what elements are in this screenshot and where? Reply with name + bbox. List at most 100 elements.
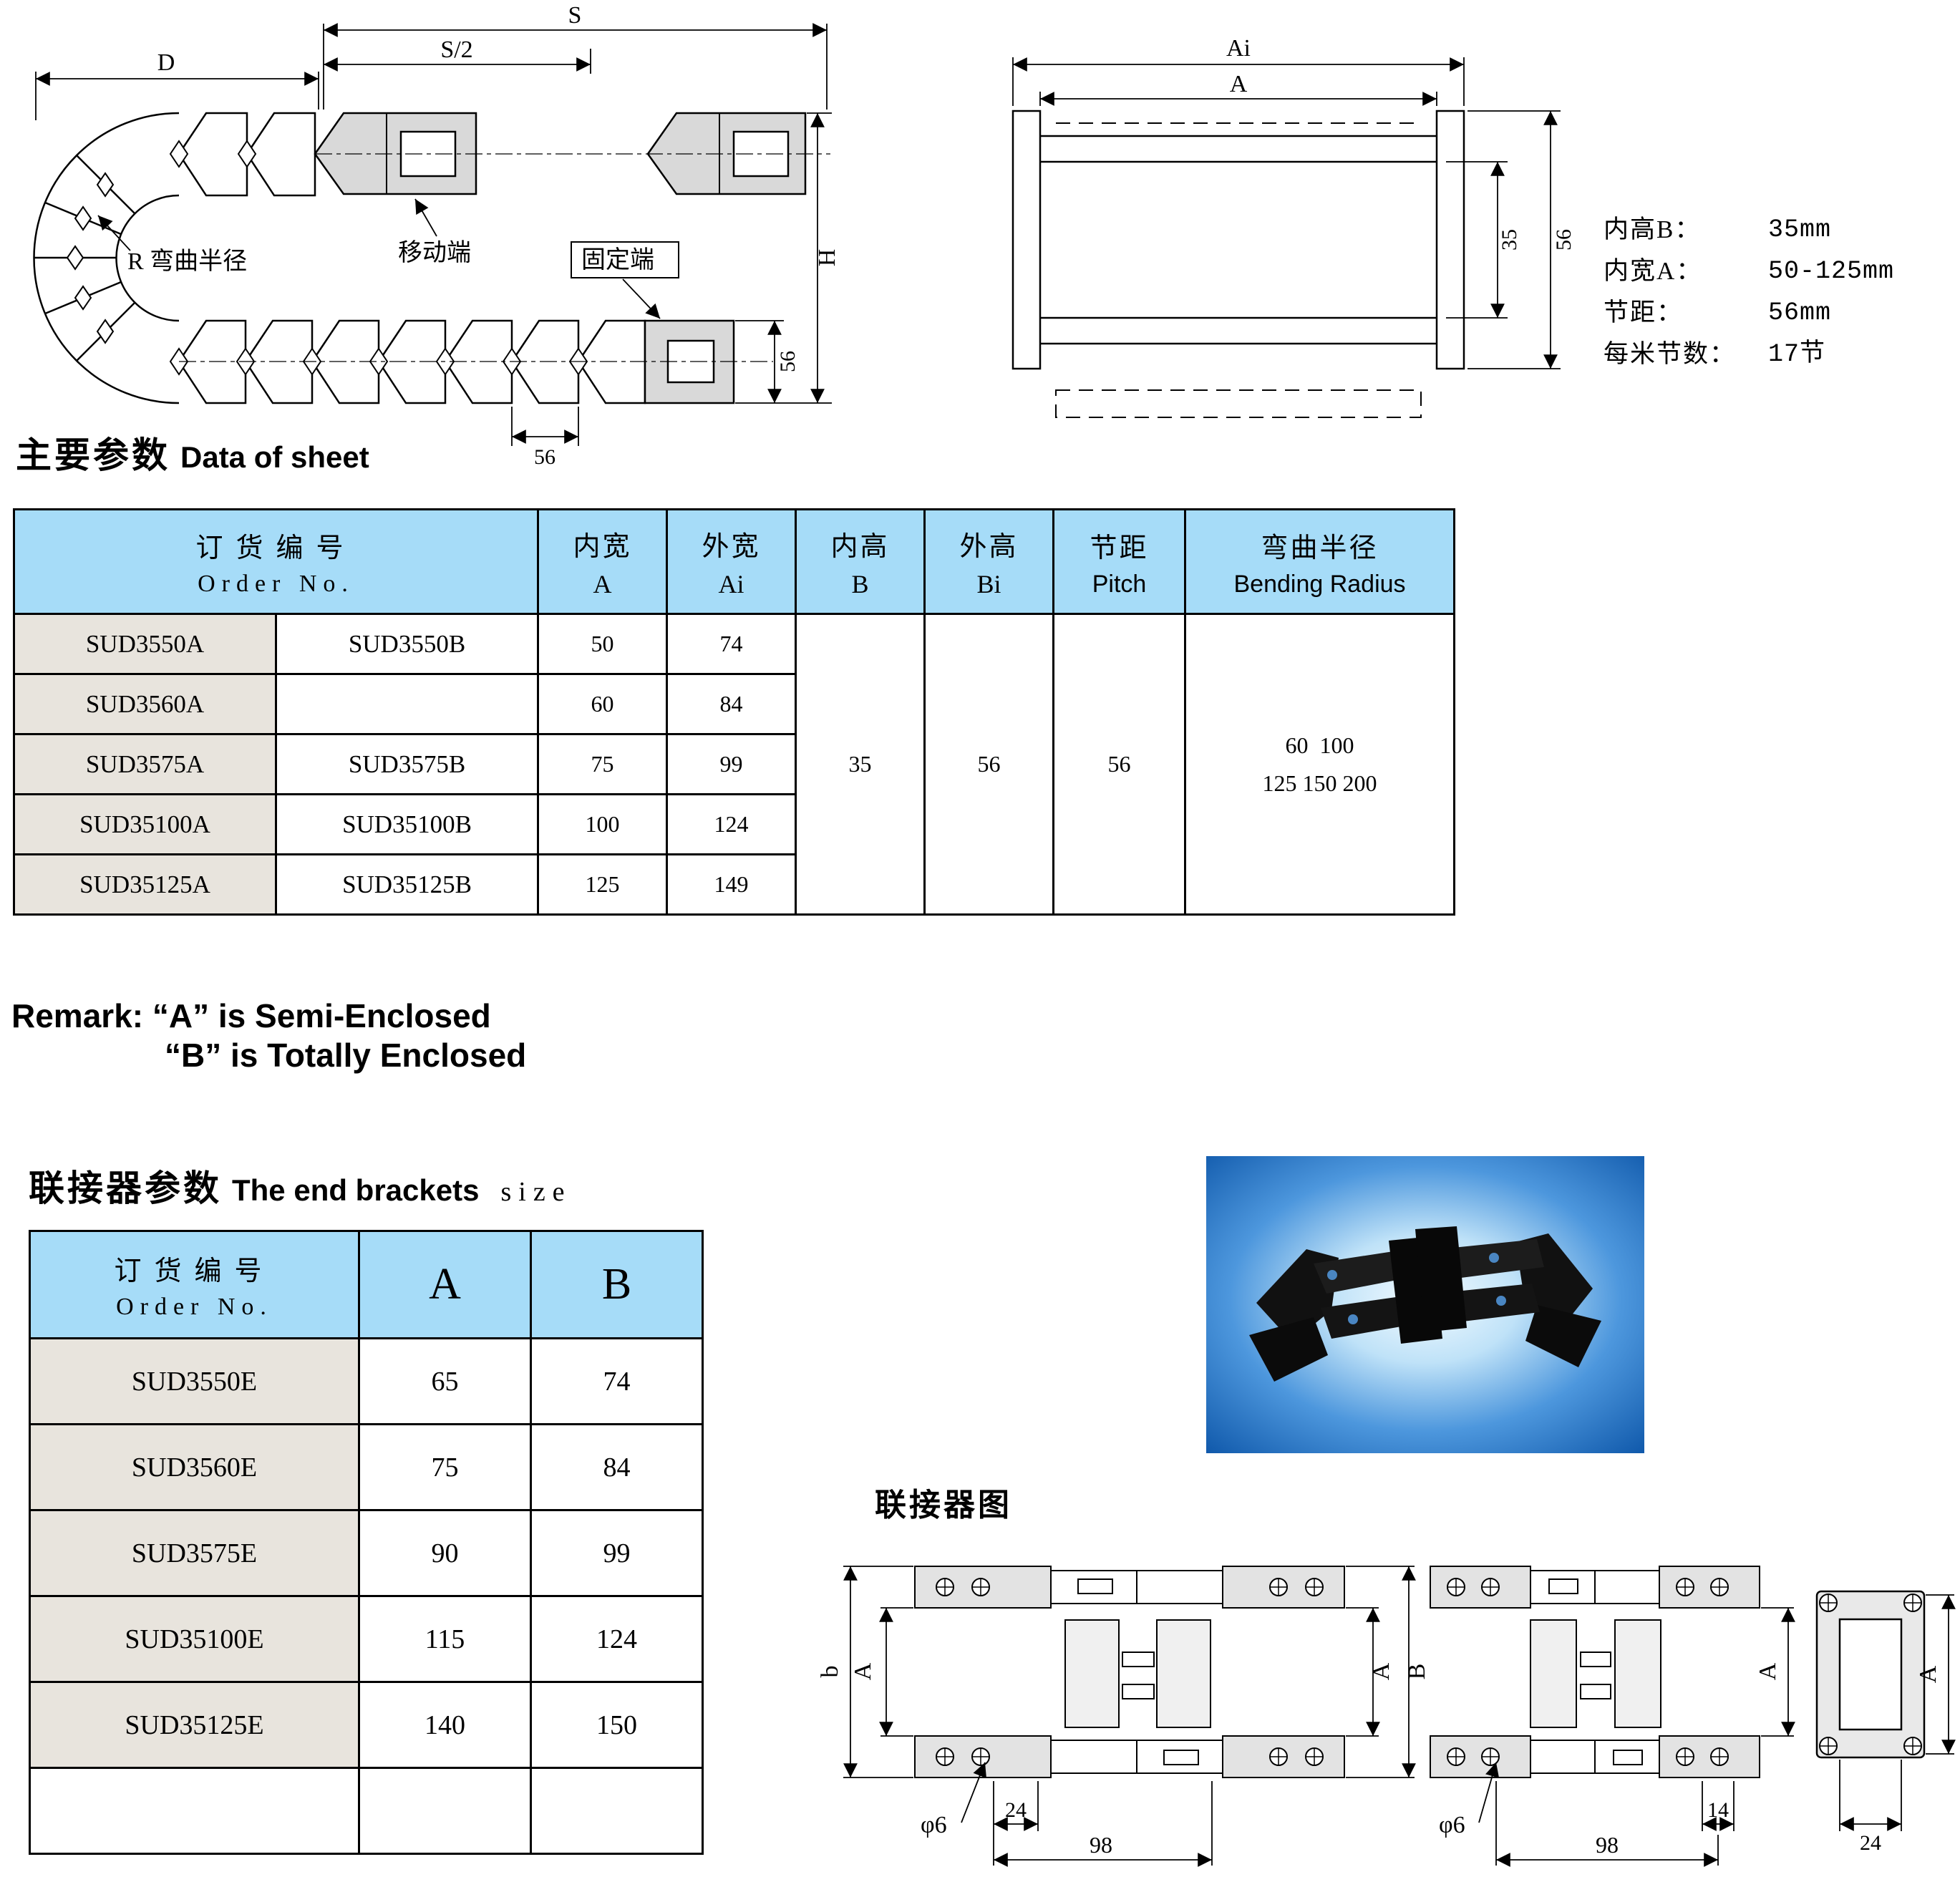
table-row: SUD3575A SUD3575B 75 99	[13, 733, 1455, 795]
dim-98-left-label: 98	[1090, 1832, 1112, 1858]
inner-width-value: 75	[537, 733, 669, 795]
phi6-right-label: φ6	[1439, 1812, 1465, 1838]
a-value	[358, 1767, 532, 1855]
table-row: SUD35100A SUD35100B 100 124	[13, 793, 1455, 855]
table-row: SUD3550A SUD3550B 50 74 35 56 56 60 100 …	[13, 613, 1456, 916]
dim-56-vertical-label: 56	[776, 351, 800, 372]
phi6-left-label: φ6	[921, 1812, 947, 1838]
outer-height-header-en: Bi	[976, 570, 1001, 598]
dim-98-right-label: 98	[1596, 1832, 1619, 1858]
inner-width-value: 50	[537, 613, 669, 675]
order-no-b: SUD3575B	[274, 733, 540, 795]
order-no-a: SUD3575A	[13, 733, 277, 795]
inner-width-value: 60	[537, 673, 669, 735]
order-no-header-en: Order No.	[198, 571, 354, 597]
table-row: SUD35125A SUD35125B 125 149	[13, 853, 1455, 916]
dim-24-left-label: 24	[1005, 1798, 1027, 1822]
outer-width-value: 84	[666, 673, 797, 735]
section-labels: Ai A 35 56	[1226, 35, 1576, 251]
outer-height-value: 56	[923, 613, 1055, 916]
dim-56-label: 56	[1552, 229, 1576, 251]
table-row: SUD3550E 65 74	[29, 1337, 704, 1425]
brackets-section-title: 联接器参数 The end brackets size	[29, 1160, 572, 1211]
outer-width-header-en: Ai	[718, 570, 744, 598]
b-value	[530, 1767, 704, 1855]
bending-radius-values: 60 100 125 150 200	[1184, 613, 1456, 916]
order-no-a: SUD3550A	[13, 613, 277, 675]
pitch-header-en: Pitch	[1092, 570, 1147, 598]
order-no-b: SUD35100B	[274, 793, 540, 855]
connector-labels: b A A B A A φ6 24 98 φ6 14 98 24	[817, 1662, 1941, 1858]
table-row: SUD35100E 115 124	[29, 1595, 704, 1683]
dim-35-label: 35	[1498, 229, 1521, 251]
spec-row-inner-height: 内高B： 35mm	[1604, 209, 1894, 251]
a-value: 75	[358, 1423, 532, 1511]
dim-a-mid-label: A	[1368, 1662, 1394, 1680]
col-header-bending-radius: 弯曲半径 Bending Radius	[1184, 508, 1456, 615]
b-value: 150	[530, 1681, 704, 1769]
order-no-a: SUD3560A	[13, 673, 277, 735]
table-row: SUD3575E 90 99	[29, 1509, 704, 1597]
spec-value: 50-125mm	[1768, 257, 1895, 286]
order-no-b: SUD35125B	[274, 853, 540, 916]
outer-width-value: 124	[666, 793, 797, 855]
centerlines	[179, 153, 830, 362]
bending-radius-header-en: Bending Radius	[1233, 570, 1406, 598]
col-header-inner-height: 内高 B	[795, 508, 926, 615]
remark-line-2: “B” is Totally Enclosed	[165, 1037, 527, 1075]
dim-14-label: 14	[1707, 1798, 1729, 1822]
spec-label: 内宽A：	[1604, 257, 1703, 285]
order-no-header-cn: 订货编号	[114, 1256, 275, 1286]
b-value: 99	[530, 1509, 704, 1597]
b-value: 84	[530, 1423, 704, 1511]
section-dashed-lines	[1055, 122, 1422, 418]
dim-d-label: D	[157, 49, 175, 76]
spec-label: 节距：	[1604, 299, 1684, 326]
connector-assembly-right	[1430, 1566, 1760, 1778]
inner-width-value: 125	[537, 853, 669, 916]
spec-value: 35mm	[1768, 215, 1832, 244]
a-value: 140	[358, 1681, 532, 1769]
a-value: 90	[358, 1509, 532, 1597]
connector-assembly-left	[914, 1566, 1345, 1778]
top-run-pins	[169, 140, 257, 168]
connector-diagram: b A A B A A φ6 24 98 φ6 14 98 24	[817, 1566, 1956, 1867]
order-no-header-en: Order No.	[116, 1294, 273, 1320]
order-no: SUD35125E	[29, 1681, 360, 1769]
col-header-inner-width: 内宽 A	[537, 508, 669, 615]
cross-section-drawing: Ai A 35 56	[1011, 35, 1576, 418]
spec-row-inner-width: 内宽A： 50-125mm	[1604, 251, 1894, 292]
inner-width-value: 100	[537, 793, 669, 855]
remark-line-1: Remark: “A” is Semi-Enclosed	[11, 997, 491, 1034]
col-header-order-no: 订货编号 Order No.	[12, 508, 540, 615]
order-no: SUD3575E	[29, 1509, 360, 1597]
order-no-header-cn: 订货编号	[195, 533, 356, 563]
spec-row-links-per-meter: 每米节数： 17节	[1604, 334, 1894, 375]
dim-24-end-label: 24	[1860, 1831, 1881, 1855]
order-no-a: SUD35100A	[13, 793, 277, 855]
dim-b-lower-label: b	[817, 1666, 843, 1678]
section-body	[1011, 110, 1465, 370]
table-row: SUD3560A 60 84	[13, 673, 1455, 735]
dim-56-horizontal-label: 56	[534, 445, 556, 467]
outer-height-header-cn: 外高	[959, 532, 1019, 562]
spec-value: 17节	[1768, 340, 1826, 369]
pitch-value: 56	[1052, 613, 1187, 916]
remark-block: Remark: “A” is Semi-Enclosed “B” is Tota…	[11, 996, 526, 1075]
order-no: SUD3560E	[29, 1423, 360, 1511]
order-no: SUD3550E	[29, 1337, 360, 1425]
sheet-section-title: 主要参数 Data of sheet	[16, 427, 369, 478]
col-header-outer-width: 外宽 Ai	[666, 508, 797, 615]
section-dimension-lines	[1012, 57, 1561, 369]
outer-width-value: 99	[666, 733, 797, 795]
fixed-end-bracket	[644, 319, 735, 404]
spec-value: 56mm	[1768, 299, 1832, 327]
section-title-en: The end brackets	[232, 1173, 480, 1207]
outer-width-header-cn: 外宽	[702, 532, 761, 562]
inner-height-value: 35	[795, 613, 926, 916]
spec-label: 内高B：	[1604, 215, 1702, 243]
inner-width-header-cn: 内宽	[573, 532, 632, 562]
col-header-a: A	[358, 1230, 532, 1339]
outer-width-value: 149	[666, 853, 797, 916]
